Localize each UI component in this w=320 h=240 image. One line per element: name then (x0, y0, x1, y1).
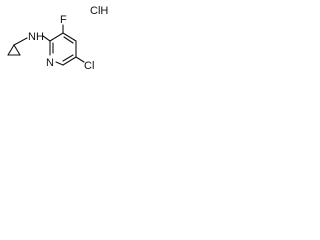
cyclopropyl-bond-right (13, 44, 21, 56)
cyclopropyl-bond-left (7, 44, 15, 56)
ring-bond-c5-c6 (62, 56, 77, 66)
structure-canvas: ClH NH N F Cl (0, 0, 116, 102)
ring-bond-c2-c3 (49, 32, 64, 42)
chlorine-label: Cl (84, 60, 94, 72)
ring-bond-c5-c6-double (62, 54, 74, 62)
ring-bond-c3-c4-double (63, 36, 74, 44)
hcl-label: ClH (90, 5, 108, 17)
amine-label: NH (28, 31, 44, 43)
cyclopropyl-n-bond (13, 37, 28, 46)
ring-bond-c6-n1 (55, 61, 64, 66)
ring-bond-c3-c4 (62, 32, 77, 42)
ring-nitrogen-label: N (46, 57, 54, 69)
fluorine-label: F (60, 14, 67, 26)
n-c2-bond (42, 35, 51, 42)
chemical-structure: ClH NH N F Cl (7, 5, 108, 72)
c5-cl-bond (75, 56, 85, 63)
